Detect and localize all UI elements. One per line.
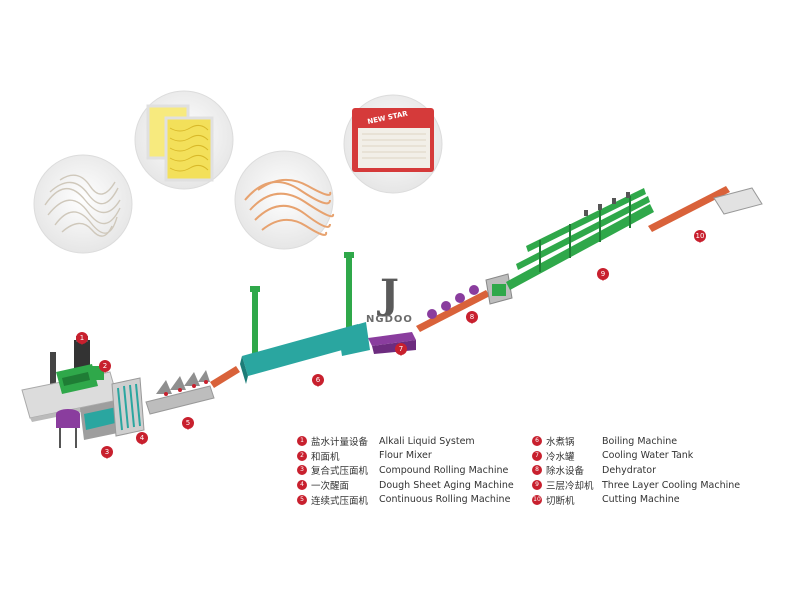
legend-label-zh: 连续式压面机 [311,495,369,507]
dehydrator-unit [416,273,513,332]
tag-9: 9 [597,268,609,281]
legend-item: 5 连续式压面机 Continuous Rolling Machine [297,492,514,507]
legend-label-en: Cutting Machine [602,494,680,506]
legend-right: 6 水煮锅 Boiling Machine 7 冷水罐 Cooling Wate… [532,434,740,507]
legend-badge: 6 [532,436,542,447]
tag-5: 5 [182,417,194,430]
legend-item: 2 和面机 Flour Mixer [297,449,514,464]
legend-badge: 7 [532,450,542,461]
cutting-machine-unit [648,186,763,232]
legend-badge: 1 [297,436,307,447]
legend-badge: 4 [297,480,307,491]
tag-10: 10 [694,230,706,243]
legend-item: 1 盐水计量设备 Alkali Liquid System [297,434,514,449]
legend-item: 6 水煮锅 Boiling Machine [532,434,740,449]
tag-3: 3 [101,446,113,459]
legend-badge: 9 [532,480,542,491]
legend-badge: 3 [297,465,307,476]
product-photo-white-noodles [33,154,133,254]
legend-item: 10 切断机 Cutting Machine [532,492,740,507]
legend-label-en: Alkali Liquid System [379,435,475,447]
boiling-machine-unit [240,252,370,384]
three-layer-cooling-machine-unit [506,188,654,290]
brand-logo-name: NGDOO [366,314,413,325]
legend-label-zh: 复合式压面机 [311,466,369,478]
cooling-water-tank-unit [368,332,416,354]
legend-label-en: Flour Mixer [379,450,432,462]
legend-label-zh: 冷水罐 [546,451,575,463]
legend-label-zh: 三层冷却机 [546,481,594,493]
legend-label-en: Continuous Rolling Machine [379,494,511,506]
legend-label-en: Dough Sheet Aging Machine [379,479,514,491]
product-photo-yellow-noodle-packs [134,90,234,190]
legend-badge: 2 [297,450,307,461]
legend-label-en: Cooling Water Tank [602,450,694,462]
tag-6: 6 [312,374,324,387]
dough-sheet-aging-machine-unit [111,377,145,437]
legend-item: 7 冷水罐 Cooling Water Tank [532,449,740,464]
product-photo-noodle-bag: NEW STAR [343,94,443,194]
legend-label-zh: 盐水计量设备 [311,437,369,449]
legend-label-en: Dehydrator [602,464,657,476]
product-photo-orange-noodles [234,150,335,250]
legend-label-zh: 和面机 [311,451,340,463]
tag-7: 7 [395,343,407,356]
brand-logo-mark: J [377,271,399,318]
legend-label-en: Boiling Machine [602,435,678,447]
legend-label-zh: 除水设备 [546,466,585,478]
tag-8: 8 [466,311,478,324]
legend-left: 1 盐水计量设备 Alkali Liquid System 2 和面机 Flou… [297,434,514,507]
legend-item: 4 一次醒面 Dough Sheet Aging Machine [297,478,514,493]
legend-badge: 5 [297,494,307,505]
tag-1: 1 [76,332,88,345]
legend-label-zh: 一次醒面 [311,481,350,493]
legend-item: 9 三层冷却机 Three Layer Cooling Machine [532,478,740,493]
legend-label-en: Compound Rolling Machine [379,464,509,476]
tag-4: 4 [136,432,148,445]
tag-2: 2 [99,360,111,373]
legend-label-zh: 水煮锅 [546,437,575,449]
legend-item: 3 复合式压面机 Compound Rolling Machine [297,463,514,478]
legend-label-en: Three Layer Cooling Machine [602,479,741,491]
legend-item: 8 除水设备 Dehydrator [532,463,740,478]
legend-label-zh: 切断机 [546,495,575,507]
continuous-rolling-machine-unit [145,366,240,415]
legend-badge: 8 [532,465,542,476]
legend-badge: 10 [532,494,542,505]
